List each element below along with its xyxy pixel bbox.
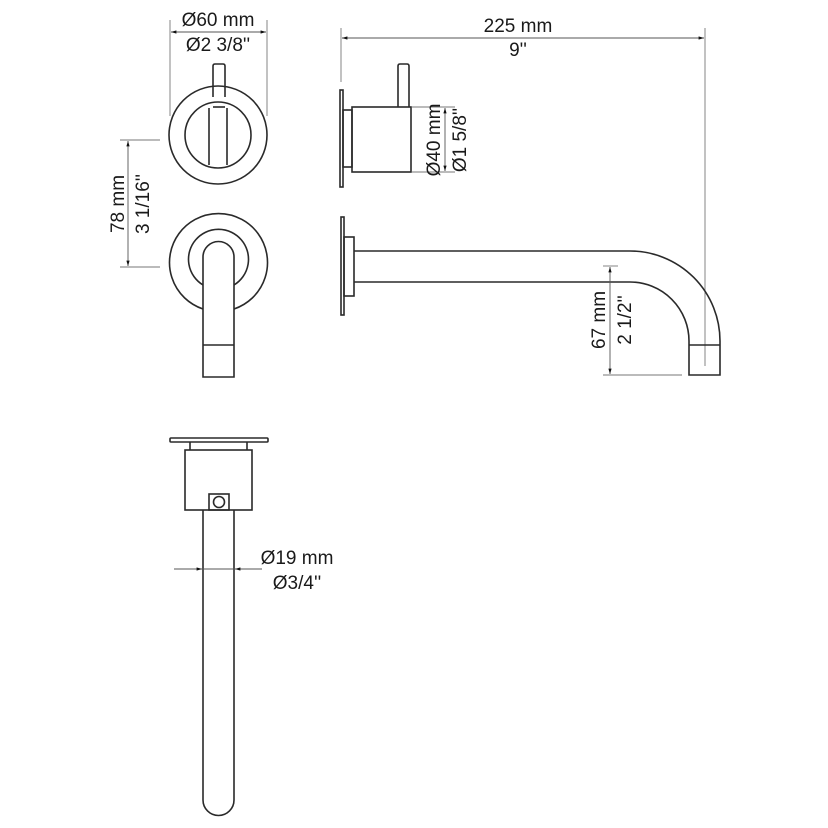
spacing-imperial: 3 1/16''	[133, 174, 154, 234]
dimension-handle-diameter: Ø60 mm Ø2 3/8''	[169, 10, 268, 116]
dimension-body-diameter: Ø40 mm Ø1 5/8''	[412, 104, 471, 177]
front-view-spout	[168, 212, 269, 378]
top-view-spout	[169, 437, 269, 817]
projection-imperial: 9''	[509, 40, 527, 61]
body-diameter-imperial: Ø1 5/8''	[450, 108, 471, 172]
body-diameter-metric: Ø40 mm	[424, 104, 445, 177]
spout-diameter-imperial: Ø3/4''	[273, 573, 321, 594]
dimension-spacing: 78 mm 3 1/16''	[108, 139, 160, 268]
dimension-total-projection: 225 mm 9''	[340, 16, 706, 366]
spout-drop-metric: 67 mm	[589, 291, 610, 349]
side-view-spout	[340, 216, 721, 376]
side-view-handle	[339, 63, 412, 188]
handle-diameter-imperial: Ø2 3/8''	[186, 35, 250, 56]
spacing-metric: 78 mm	[108, 175, 129, 233]
spout-drop-imperial: 2 1/2''	[615, 295, 636, 345]
projection-metric: 225 mm	[484, 16, 553, 37]
dimension-spout-drop: 67 mm 2 1/2''	[589, 265, 682, 376]
dimension-spout-diameter: Ø19 mm Ø3/4''	[174, 548, 333, 594]
spout-diameter-metric: Ø19 mm	[261, 548, 334, 569]
front-view-handle	[168, 63, 268, 185]
handle-diameter-metric: Ø60 mm	[182, 10, 255, 31]
